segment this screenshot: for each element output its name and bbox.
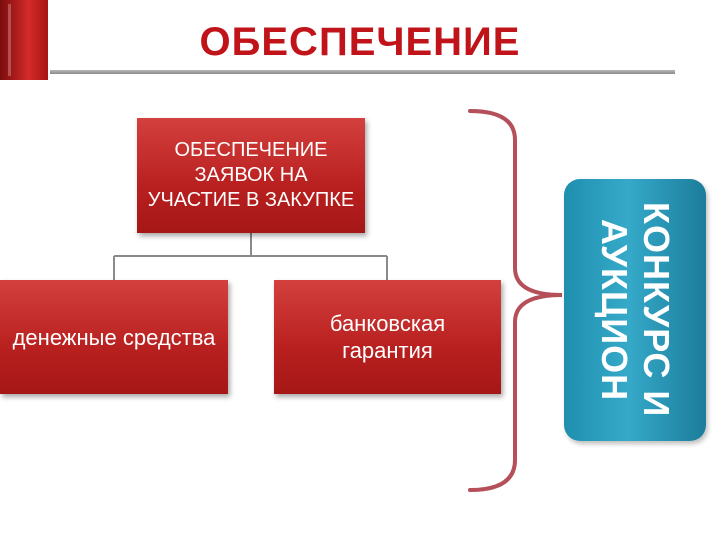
box-application-security-label: ОБЕСПЕЧЕНИЕ ЗАЯВОК НА УЧАСТИЕ В ЗАКУПКЕ	[147, 139, 355, 211]
box-tender-auction: КОНКУРС И АУКЦИОН	[564, 179, 706, 441]
page-title: ОБЕСПЕЧЕНИЕ	[199, 20, 521, 64]
box-bank-guarantee-label: банковская гарантия	[329, 311, 446, 363]
box-application-security: ОБЕСПЕЧЕНИЕ ЗАЯВОК НА УЧАСТИЕ В ЗАКУПКЕ	[137, 118, 365, 233]
box-cash-funds-label: денежные средства	[12, 324, 216, 350]
corner-decoration	[0, 0, 48, 80]
box-bank-guarantee: банковская гарантия	[274, 280, 501, 394]
title-underline	[50, 70, 675, 74]
box-cash-funds: денежные средства	[0, 280, 228, 394]
box-tender-auction-label: КОНКУРС И АУКЦИОН	[594, 202, 677, 418]
